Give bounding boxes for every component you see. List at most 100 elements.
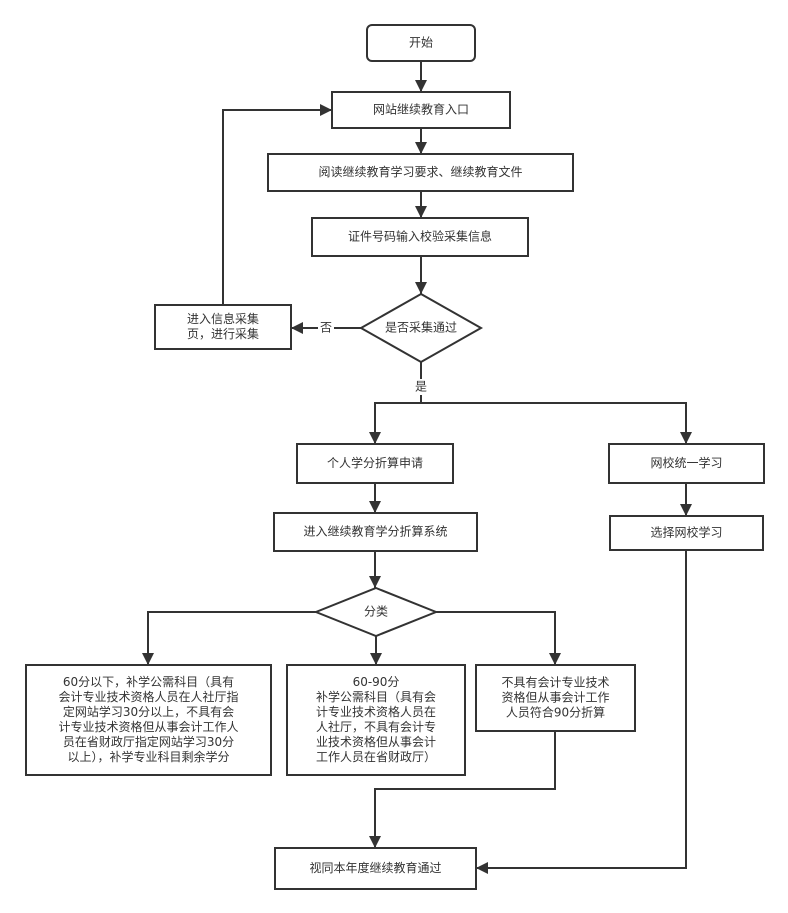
- node-text-line: 分类: [364, 605, 388, 619]
- connector-line: [436, 611, 556, 665]
- node-text-line: 计专业技术资格人员在: [316, 704, 436, 719]
- node-text-line: 定网站学习30分以上，不具有会: [63, 704, 234, 719]
- node-text-line: 视同本年度继续教育通过: [309, 860, 441, 875]
- node-text-line: 阅读继续教育学习要求、继续教育文件: [318, 164, 522, 179]
- edge-classify-60-90: [370, 636, 382, 665]
- edges-layer: [142, 61, 692, 874]
- edge-collectpage-entry: [222, 104, 332, 305]
- decision-diamond: [358, 292, 484, 364]
- arrowhead-icon: [476, 862, 488, 874]
- process-box: [311, 217, 529, 257]
- labels-layer: 否是: [318, 320, 429, 395]
- node-text-line: 个人学分折算申请: [327, 455, 423, 470]
- node-text-line: 是否采集通过: [385, 320, 457, 335]
- arrowhead-icon: [320, 104, 332, 116]
- edge-choose-passed: [476, 550, 687, 874]
- process-box: [475, 664, 636, 732]
- arrowhead-icon: [415, 80, 427, 92]
- node-text-line: 证件号码输入校验采集信息: [348, 229, 492, 244]
- node-range60-90: 60-90分补学公需科目（具有会计专业技术资格人员在人社厅，不具有会计专业技术资…: [286, 664, 466, 776]
- edge-classify-below60: [142, 611, 316, 665]
- node-classify: 分类: [313, 586, 439, 638]
- process-box: [286, 664, 466, 776]
- arrowhead-icon: [680, 432, 692, 444]
- arrowhead-icon: [549, 653, 561, 665]
- connector-line: [374, 362, 422, 444]
- node-credit-system: 进入继续教育学分折算系统: [273, 512, 478, 552]
- connector-line: [147, 611, 316, 665]
- arrowhead-icon: [369, 501, 381, 513]
- edge-entry-read: [415, 128, 427, 154]
- edge-verify-collected: [415, 256, 427, 294]
- arrowhead-icon: [415, 282, 427, 294]
- process-box: [331, 91, 511, 129]
- node-text-line: 60-90分: [353, 675, 400, 689]
- arrowhead-icon: [369, 576, 381, 588]
- process-box: [273, 512, 478, 552]
- edge-system-classify: [369, 551, 381, 588]
- node-text-line: 计专业技术资格但从事会计工作人: [58, 719, 238, 734]
- node-passed: 视同本年度继续教育通过: [274, 847, 477, 890]
- node-text-line: 人社厅，不具有会计专: [316, 719, 436, 734]
- edge-apply-system: [369, 483, 381, 513]
- node-text-line: 开始: [409, 36, 433, 50]
- node-text-line: 人员符合90分折算: [506, 705, 605, 720]
- arrowhead-icon: [415, 206, 427, 218]
- node-verify: 证件号码输入校验采集信息: [311, 217, 529, 257]
- node-text-line: 选择网校学习: [650, 525, 722, 540]
- node-text-line: 以上），补学专业科目剩余学分: [67, 749, 229, 764]
- edge-read-verify: [415, 191, 427, 218]
- node-choose-school: 选择网校学习: [609, 515, 764, 551]
- process-box: [274, 847, 477, 890]
- edge-noqual-passed: [369, 731, 556, 848]
- edge-unified-choose: [680, 483, 692, 516]
- node-text-line: 工作人员在省财政厅）: [316, 750, 436, 764]
- connector-line: [374, 731, 556, 848]
- node-unified-study: 网校统一学习: [608, 443, 765, 484]
- process-box: [608, 443, 765, 484]
- edge-collected-yes-right: [421, 402, 692, 444]
- connector-line: [421, 402, 687, 444]
- process-box: [296, 443, 454, 484]
- node-read: 阅读继续教育学习要求、继续教育文件: [267, 153, 574, 192]
- node-text-line: 网站继续教育入口: [373, 102, 469, 117]
- connector-line: [222, 109, 332, 305]
- process-box: [609, 515, 764, 551]
- arrowhead-icon: [370, 653, 382, 665]
- node-text-line: 资格但从事会计工作: [501, 690, 609, 705]
- arrowhead-icon: [142, 653, 154, 665]
- node-text-line: 页，进行采集: [187, 326, 259, 341]
- edge-label: 是: [415, 380, 427, 394]
- node-text-line: 会计专业技术资格人员在人社厅指: [58, 689, 238, 704]
- node-text-line: 补学公需科目（具有会: [316, 689, 436, 704]
- terminal-box: [366, 24, 476, 62]
- node-text-line: 进入继续教育学分折算系统: [303, 524, 447, 539]
- process-box: [267, 153, 574, 192]
- node-text-line: 员在省财政厅指定网站学习30分: [63, 734, 234, 749]
- node-below60: 60分以下，补学公需科目（具有会计专业技术资格人员在人社厅指定网站学习30分以上…: [25, 664, 272, 776]
- edge-collected-yes-left: [369, 362, 422, 444]
- nodes-layer: 开始网站继续教育入口阅读继续教育学习要求、继续教育文件证件号码输入校验采集信息是…: [25, 24, 765, 890]
- edge-label: 否: [320, 321, 332, 335]
- decision-diamond: [313, 586, 439, 638]
- node-start: 开始: [366, 24, 476, 62]
- arrowhead-icon: [291, 322, 303, 334]
- node-personal-apply: 个人学分折算申请: [296, 443, 454, 484]
- node-text-line: 进入信息采集: [187, 311, 259, 326]
- arrowhead-icon: [369, 432, 381, 444]
- node-collected: 是否采集通过: [358, 292, 484, 364]
- connector-line: [476, 550, 687, 869]
- node-text-line: 60分以下，补学公需科目（具有: [63, 674, 234, 689]
- edge-start-entry: [415, 61, 427, 92]
- arrowhead-icon: [369, 836, 381, 848]
- process-box: [25, 664, 272, 776]
- node-entry: 网站继续教育入口: [331, 91, 511, 129]
- node-text-line: 网校统一学习: [650, 455, 722, 470]
- node-text-line: 不具有会计专业技术: [501, 675, 609, 690]
- arrowhead-icon: [415, 142, 427, 154]
- node-text-line: 业技术资格但从事会计: [316, 734, 436, 749]
- edge-classify-noqual: [436, 611, 561, 665]
